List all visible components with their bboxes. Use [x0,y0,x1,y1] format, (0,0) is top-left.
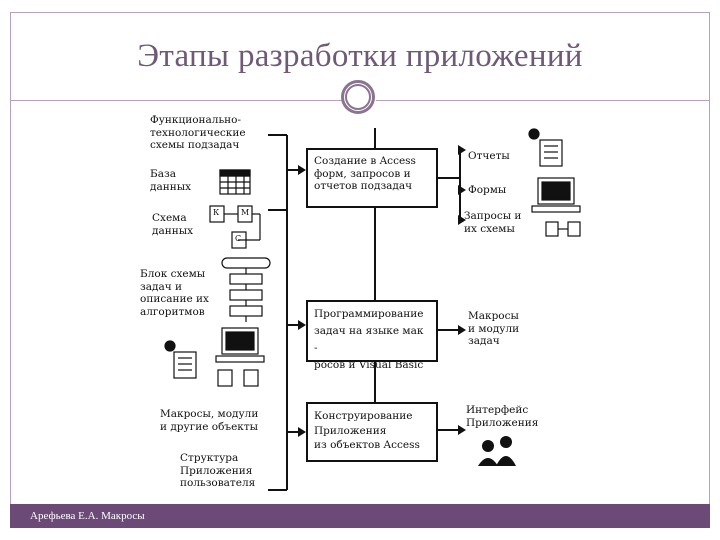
users-silhouette-icon [478,436,516,466]
label-queries: Запросы и их схемы [464,210,522,235]
label-block-schemes: Блок схемы задач и описание их алгоритмо… [140,268,209,318]
title-divider-left [10,100,342,101]
schema-tables-icon [209,205,261,249]
title-divider-right [376,100,710,101]
footer-bar [10,504,710,528]
slide-title: Этапы разработки приложений [137,38,583,74]
macro-tables-left-icon [217,369,259,387]
computer-left-icon [215,327,265,363]
divider-ring-inner [345,84,371,110]
query-tables-right-icon [545,221,581,237]
label-database: База данных [150,168,192,193]
footer-author: Арефьева Е.А. Макросы [30,510,145,522]
label-functional-schemes: Функционально- технологические схемы под… [150,114,246,151]
box-programming: Программирование задач на языке мак - ро… [306,300,438,371]
box-programming-text: Программирование задач на языке мак - ро… [314,308,424,371]
label-reports: Отчеты [468,150,510,162]
box-create-forms: Создание в Access форм, запросов и отчет… [306,148,438,208]
box-construct-app: Конструирование Приложения из объектов A… [306,402,438,462]
label-user-structure: Структура Приложения пользователя [180,452,256,489]
label-forms: Формы [468,184,507,196]
box-create-forms-text: Создание в Access форм, запросов и отчет… [314,155,416,192]
label-data-schema: Схема данных [152,212,194,237]
computer-right-icon [531,177,581,213]
label-macros-modules: Макросы и модули задач [468,310,520,347]
schema-letter-k: К [213,208,220,217]
report-document-right-icon [528,128,563,167]
report-document-left-icon [164,340,197,379]
label-interface: Интерфейс Приложения [466,404,539,429]
label-macros-modules-objects: Макросы, модули и другие объекты [160,408,259,433]
schema-letter-m: М [241,208,250,217]
flowchart-icon [221,257,271,322]
box-construct-app-text: Конструирование Приложения из объектов A… [314,410,420,451]
schema-letter-c: С [235,234,242,243]
database-grid-icon [219,169,251,195]
